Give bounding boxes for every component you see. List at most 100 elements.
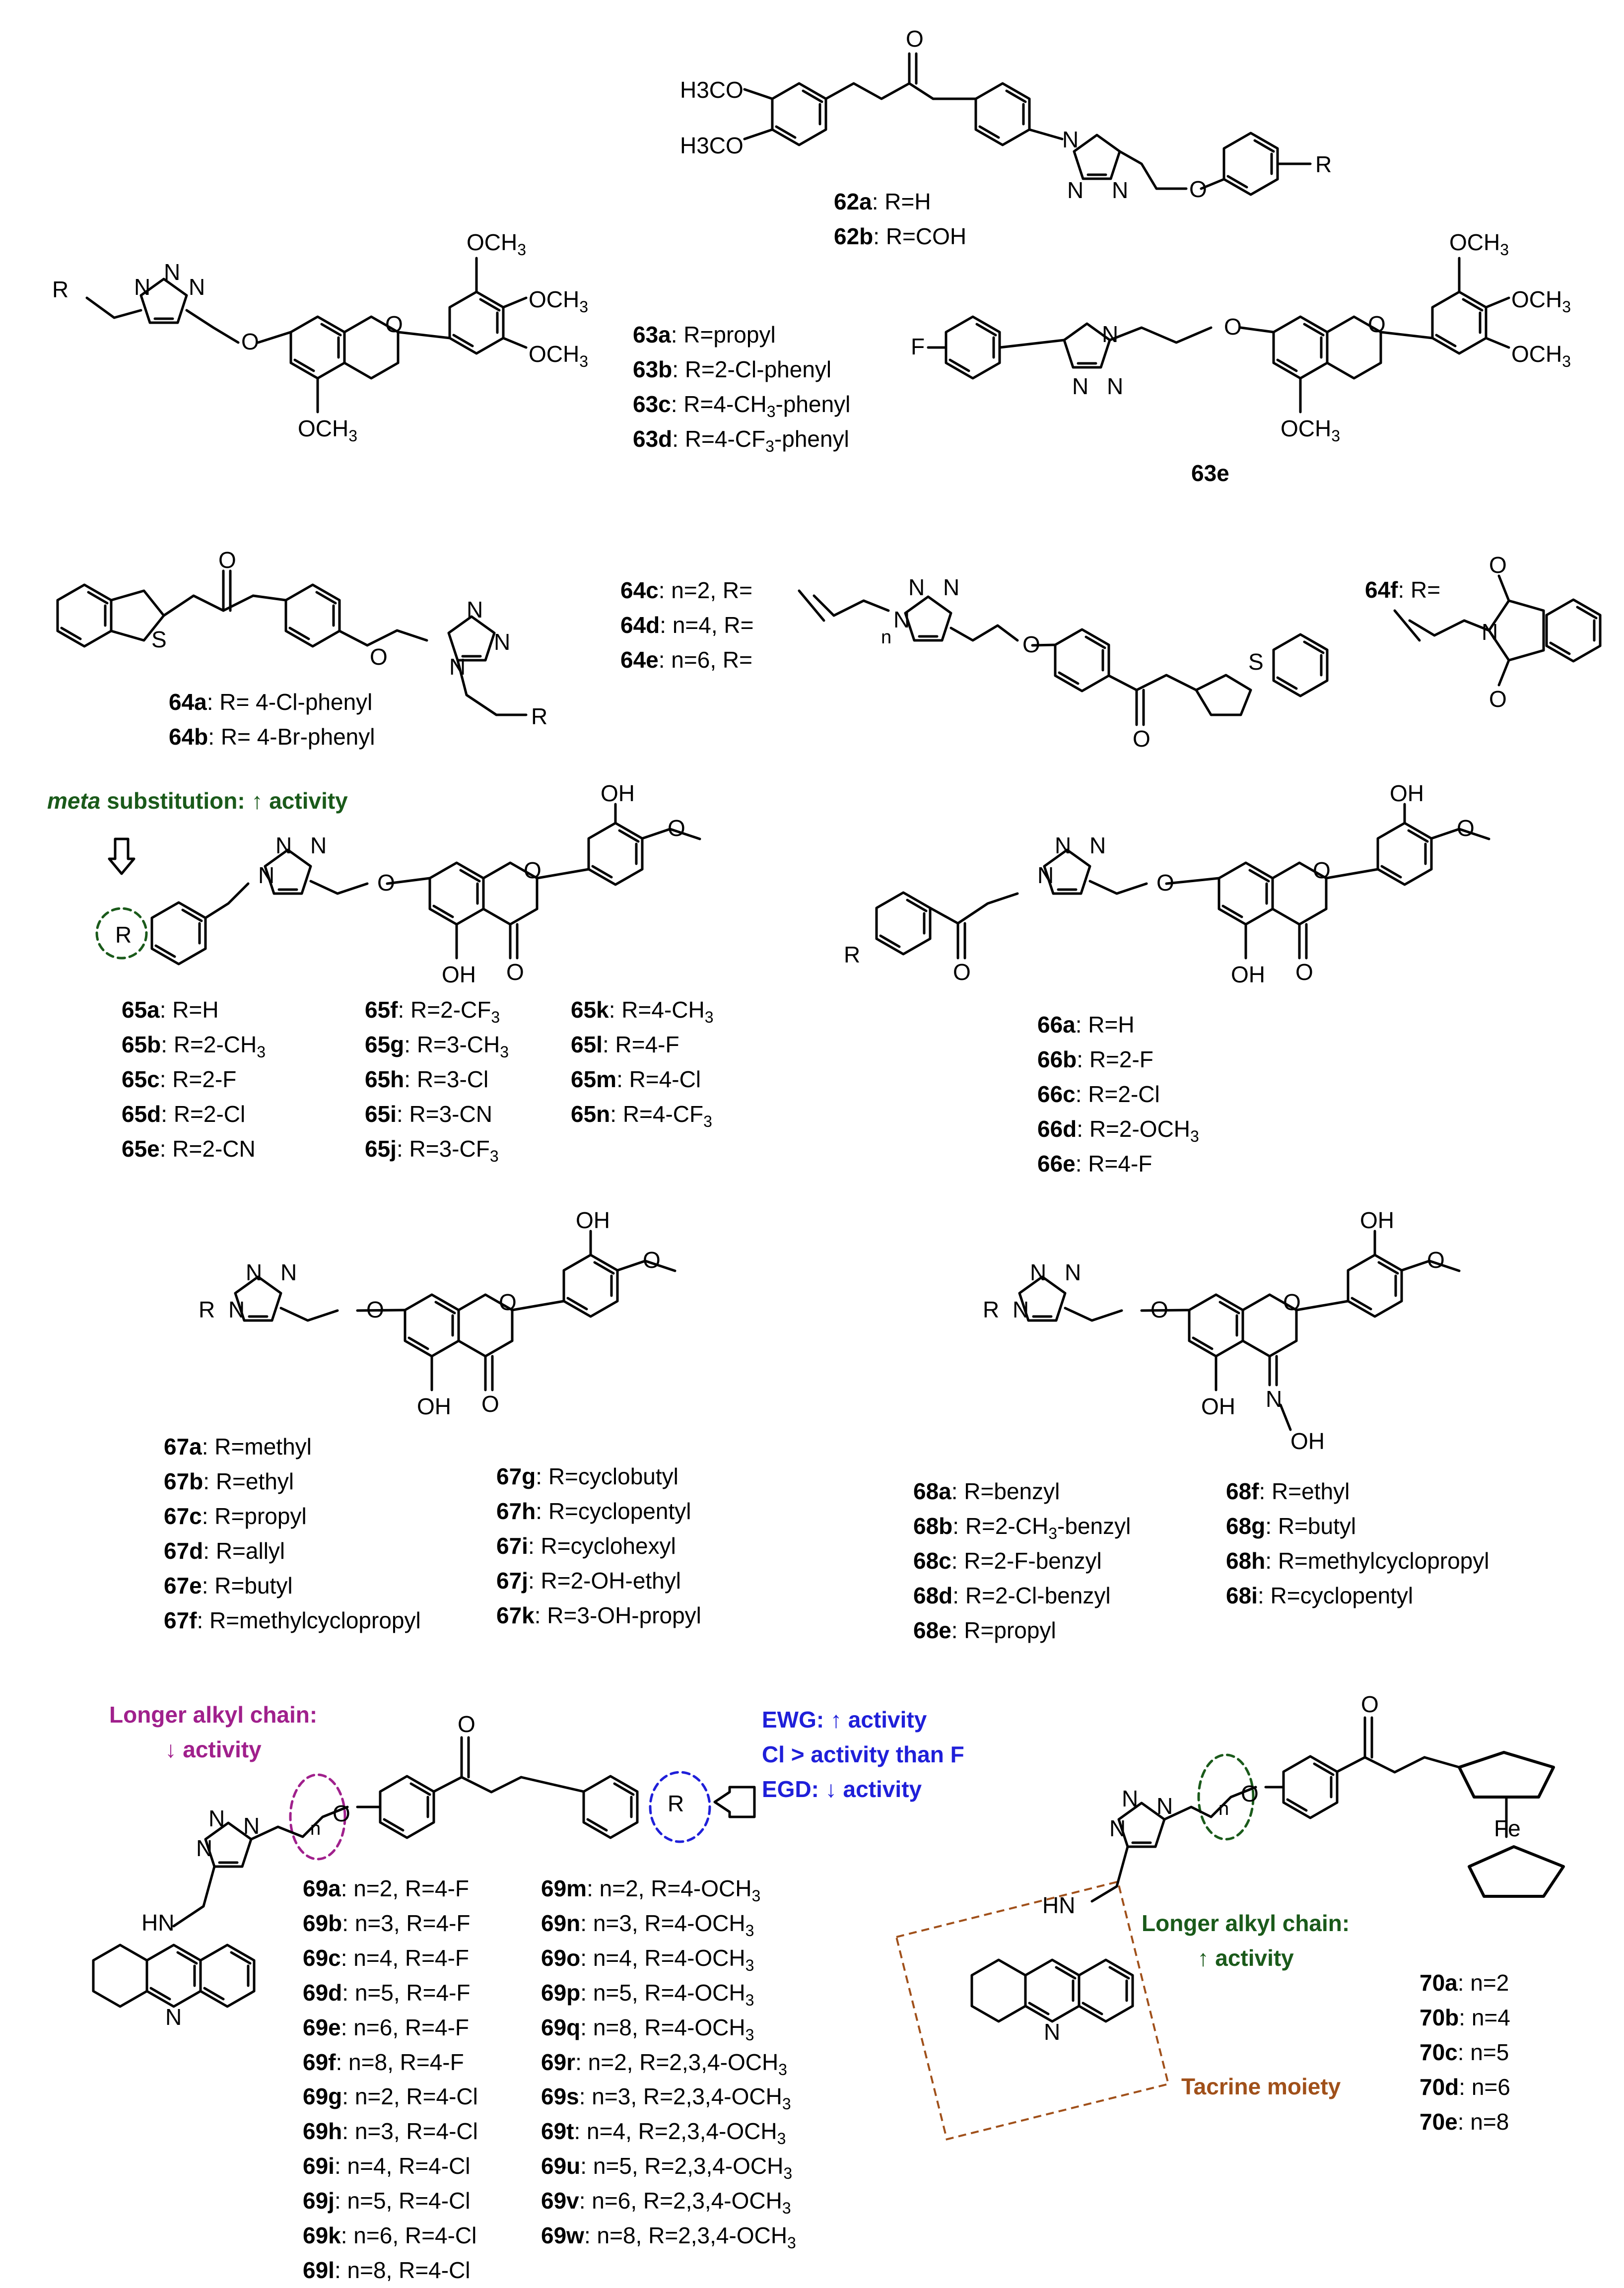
atom-o-66-methoxy: O xyxy=(1457,815,1475,841)
atom-n-69c: N xyxy=(196,1835,213,1861)
atom-n-67c: N xyxy=(280,1259,297,1285)
atom-o-65-ketone: O xyxy=(506,959,524,985)
label-63e: 63e xyxy=(1191,460,1229,486)
atom-n-66a: N xyxy=(1037,862,1054,888)
atom-o-67-ring: O xyxy=(499,1289,517,1315)
atom-n-69b: N xyxy=(208,1805,225,1831)
hn-69: HN xyxy=(141,1910,175,1936)
atom-n-64cde-c: N xyxy=(943,574,960,600)
atom-n-68b: N xyxy=(1030,1259,1047,1285)
atom-o-64cde-ketone: O xyxy=(1133,726,1150,752)
atom-o-69-ketone: O xyxy=(458,1711,475,1737)
atom-o-64f-top: O xyxy=(1489,552,1507,578)
chain-n-64: n xyxy=(881,627,892,648)
atom-o-64ab-ether: O xyxy=(370,644,388,670)
atom-o-66-ketone1: O xyxy=(953,959,971,985)
structure-63e xyxy=(927,257,1510,414)
atom-n-68a: N xyxy=(1013,1297,1029,1322)
atom-n-63e-c: N xyxy=(1107,373,1124,399)
atom-n-62a: N xyxy=(1062,127,1079,152)
atom-n-62c: N xyxy=(1112,177,1129,203)
hn-70: HN xyxy=(1042,1892,1076,1918)
atom-o-67-ketone: O xyxy=(481,1391,499,1417)
atom-o-66-ketone2: O xyxy=(1295,959,1313,985)
atom-o-63e-ring: O xyxy=(1368,311,1386,337)
atom-r-64ab: R xyxy=(531,703,548,729)
atom-n-70a: N xyxy=(1156,1793,1173,1819)
atom-o-63-ring: O xyxy=(385,311,403,337)
atom-n-68-oxime: N xyxy=(1266,1386,1283,1412)
atom-n-64cde-a: N xyxy=(893,607,910,632)
atom-r-62: R xyxy=(1315,151,1332,177)
atom-n-64ab-a: N xyxy=(467,597,483,623)
atom-o-64cde-ether: O xyxy=(1022,631,1040,657)
chain-n-69: n xyxy=(310,1818,321,1839)
atom-o-65-methoxy: O xyxy=(668,815,685,841)
atom-n-63c: N xyxy=(189,274,205,300)
oh-67-bottom: OH xyxy=(417,1393,451,1419)
atom-f-63e: F xyxy=(911,334,925,359)
atom-o-62-ether: O xyxy=(1189,176,1207,202)
atom-o-65-ring: O xyxy=(524,857,541,883)
structure-63 xyxy=(85,257,528,414)
atom-n-67b: N xyxy=(246,1259,263,1285)
och3-63e-low: OCH3 xyxy=(1511,341,1571,370)
structure-67 xyxy=(235,1230,677,1391)
och3-63e-mid: OCH3 xyxy=(1511,286,1571,316)
atom-o-70-ketone: O xyxy=(1361,1691,1379,1717)
och3-63e-top: OCH3 xyxy=(1449,229,1509,259)
atom-o-64f-bottom: O xyxy=(1489,686,1507,712)
atom-n-70c: N xyxy=(1109,1815,1126,1841)
atom-o-70-ether: O xyxy=(1241,1781,1259,1806)
atom-o-65-ether: O xyxy=(377,870,395,896)
oh-66-bottom: OH xyxy=(1231,962,1265,987)
h3co-62-top: H3CO xyxy=(680,77,744,103)
atom-o-68-ring: O xyxy=(1283,1289,1301,1315)
och3-63-top: OCH3 xyxy=(467,229,527,259)
atom-n-64ab-b: N xyxy=(494,629,511,655)
oh-68-bottom: OH xyxy=(1201,1393,1235,1419)
oh-67-top: OH xyxy=(576,1207,610,1233)
structure-69 xyxy=(93,1736,756,2007)
atom-o-66-ring: O xyxy=(1313,857,1331,883)
atom-n-65b: N xyxy=(275,832,292,858)
h3co-62-bottom: H3CO xyxy=(680,133,744,158)
atom-n-66b: N xyxy=(1055,832,1072,858)
atom-s-64ab: S xyxy=(151,626,167,652)
structure-66 xyxy=(877,803,1490,960)
atom-o-63e-ether: O xyxy=(1224,314,1242,340)
oh-68-oxime: OH xyxy=(1290,1428,1325,1454)
atom-n-65a: N xyxy=(258,862,275,888)
atom-n-70-acridine: N xyxy=(1044,2019,1061,2045)
atom-n-66c: N xyxy=(1089,832,1106,858)
sar-69-chain: Longer alkyl chain:↓ activity xyxy=(109,1702,318,1762)
atom-r-68: R xyxy=(983,1297,1000,1322)
och3-63e-bottom: OCH3 xyxy=(1281,416,1341,445)
atom-r-67: R xyxy=(199,1297,215,1322)
atom-o-64ab-ketone: O xyxy=(218,547,236,573)
atom-o-67-ether: O xyxy=(366,1297,384,1322)
sar-70-chain: Longer alkyl chain:↑ activity xyxy=(1142,1910,1350,1971)
atom-n-63b: N xyxy=(164,259,181,285)
structure-64cde xyxy=(798,589,1327,726)
label-64f: 64f: R= xyxy=(1365,577,1441,603)
labels-64cde: 64c: n=2, R=64d: n=4, R=64e: n=6, R= xyxy=(620,577,754,673)
atom-n-63e-b: N xyxy=(1072,373,1089,399)
och3-63-mid: OCH3 xyxy=(529,286,589,316)
och3-63-bottom: OCH3 xyxy=(298,416,358,445)
atom-r-69: R xyxy=(668,1791,684,1816)
structure-70 xyxy=(895,1716,1565,2141)
atom-o-68-ether: O xyxy=(1150,1297,1168,1322)
atom-n-65c: N xyxy=(310,832,327,858)
atom-n-64cde-b: N xyxy=(908,574,925,600)
